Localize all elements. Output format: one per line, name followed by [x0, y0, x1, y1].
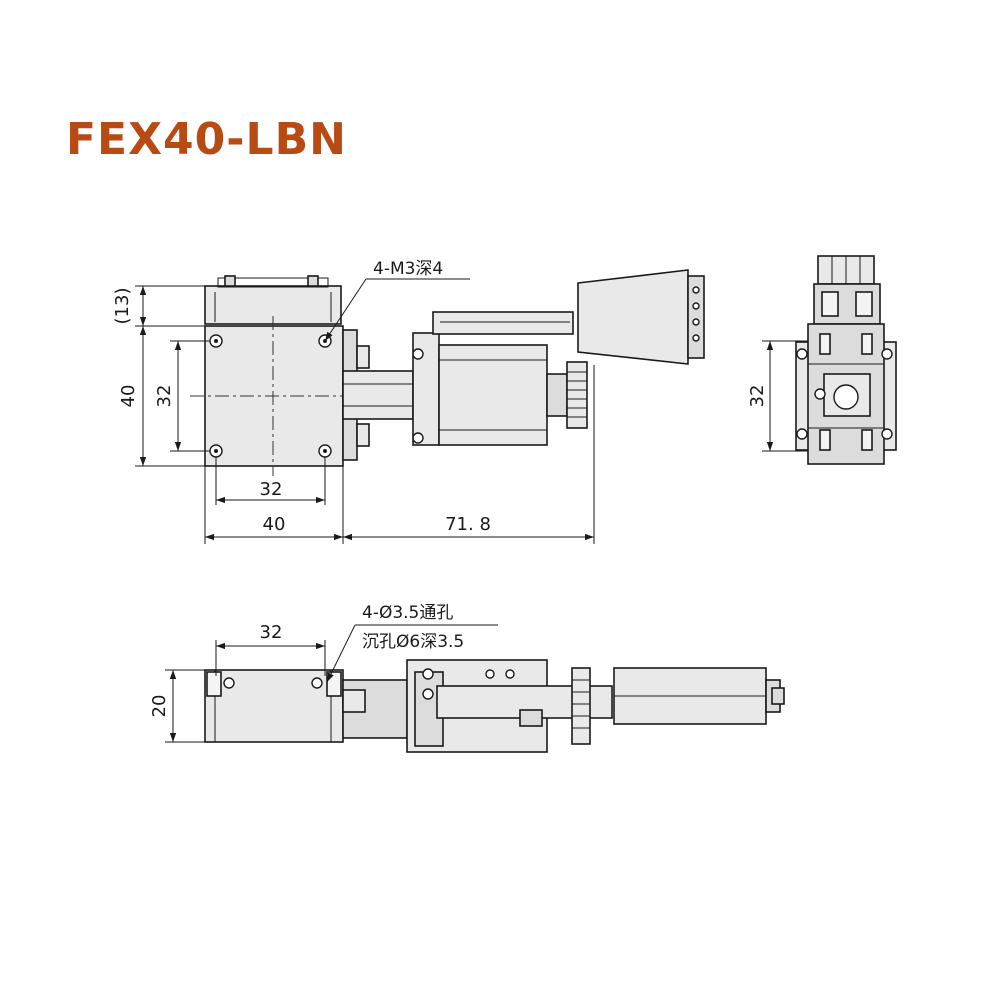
front-dim-32: 32 — [260, 622, 283, 643]
dim-32-horizontal: 32 — [260, 479, 283, 500]
side-view: 32 — [747, 255, 897, 465]
cable-connector — [577, 269, 689, 365]
front-knob — [571, 667, 591, 745]
dim-40-horizontal: 40 — [263, 514, 286, 535]
dim-71-8: 71. 8 — [445, 514, 491, 535]
dim-32-vertical: 32 — [154, 385, 175, 408]
motor-body — [438, 344, 548, 446]
side-dim-32: 32 — [747, 385, 768, 408]
cable-guide — [432, 311, 574, 335]
dim-40-vertical: 40 — [118, 385, 139, 408]
coupling-housing — [342, 370, 414, 420]
top-rail-lip — [217, 277, 329, 288]
note-counterbore: 沉孔Ø6深3.5 — [362, 632, 464, 652]
dim-13: (13) — [112, 288, 133, 325]
adjustment-knob — [566, 361, 588, 429]
top-view: (13) 40 32 32 40 71. 8 4-M3深4 — [112, 259, 705, 544]
note-through-hole: 4-Ø3.5通孔 — [362, 603, 453, 623]
note-m3-thread: 4-M3深4 — [373, 259, 443, 279]
top-rail-tab-left — [224, 275, 236, 287]
side-shaft — [833, 384, 859, 410]
top-rail-tab-right — [307, 275, 319, 287]
front-dim-20: 20 — [149, 695, 170, 718]
page-title: FEX40-LBN — [66, 114, 347, 165]
front-view: 32 20 4-Ø3.5通孔 沉孔Ø6深3.5 — [149, 603, 785, 753]
